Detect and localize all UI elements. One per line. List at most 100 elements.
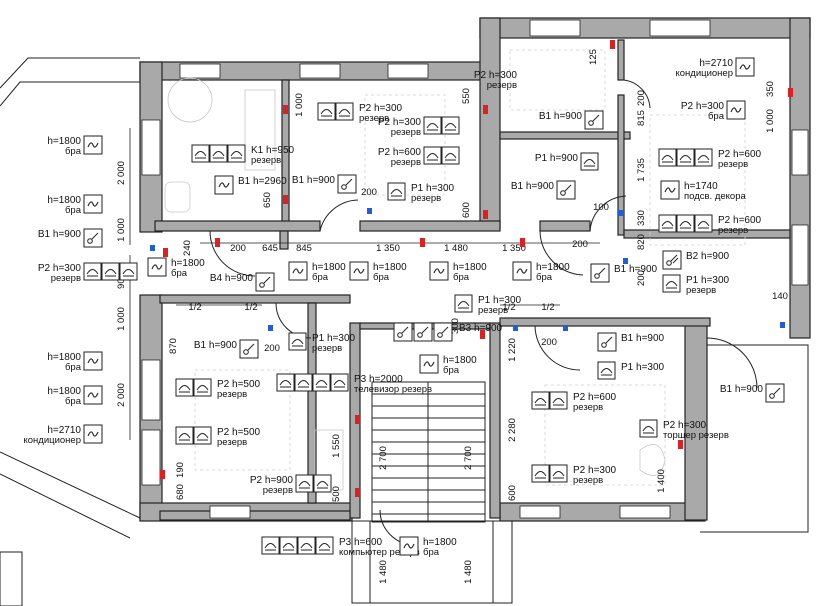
dimension-d-600-a: 600 bbox=[461, 202, 472, 218]
symbol-label: P2 h=600 bbox=[718, 149, 762, 160]
symbol-label: h=1800 bbox=[47, 136, 81, 147]
symbol-sublabel: бра bbox=[65, 205, 82, 216]
symbol-b1-hall: B1 h=900 bbox=[590, 263, 658, 283]
symbol-label: P2 h=500 bbox=[217, 427, 261, 438]
symbol-sublabel: резерв bbox=[391, 157, 421, 168]
symbol-label: P1 h=300 bbox=[478, 295, 522, 306]
symbol-label: P2 h=300 bbox=[474, 70, 518, 81]
symbol-label: P1 h=900 bbox=[535, 153, 579, 164]
dimension-d-330: 330 bbox=[636, 210, 647, 226]
dimension-d-2280: 2 280 bbox=[507, 418, 518, 442]
dimension-d-820: 820 bbox=[636, 234, 647, 250]
symbol-label: h=1800 bbox=[171, 258, 205, 269]
symbol-label: B4 h=900 bbox=[210, 273, 254, 284]
symbol-label: h=1800 bbox=[312, 262, 346, 273]
dimension-d-200-f: 200 bbox=[264, 343, 280, 354]
dimension-d-2000-a: 2 000 bbox=[116, 161, 127, 185]
dimension-d-680: 680 bbox=[175, 484, 186, 500]
dimension-d-1480-a: 1 480 bbox=[444, 243, 468, 254]
symbol-label: P2 h=300 bbox=[378, 117, 422, 128]
dimension-d-200-g: 200 bbox=[541, 337, 557, 348]
symbol-label: P2 h=300 bbox=[663, 420, 707, 431]
symbol-label: B1 h=900 bbox=[38, 229, 82, 240]
dimension-d-140: 140 bbox=[772, 291, 788, 302]
dimension-d-300: 300 bbox=[450, 318, 461, 334]
symbol-sublabel: бра bbox=[536, 272, 553, 283]
symbol-label: P1 h=300 bbox=[312, 333, 356, 344]
dimension-d-845: 845 bbox=[296, 243, 312, 254]
symbol-label: P1 h=300 bbox=[621, 362, 665, 373]
dimension-d-half-2: 1/2 bbox=[244, 302, 257, 313]
dimension-d-1400: 1 400 bbox=[656, 469, 667, 493]
dimension-d-350: 350 bbox=[765, 81, 776, 97]
dimension-d-1350-b: 1 350 bbox=[502, 243, 526, 254]
symbol-b1-900-mid: B1 h=900 bbox=[292, 174, 357, 194]
dimension-d-125: 125 bbox=[588, 49, 599, 65]
symbol-sublabel: бра bbox=[312, 272, 329, 283]
symbol-label: h=1800 bbox=[47, 352, 81, 363]
symbol-sublabel: кондиционер bbox=[24, 435, 82, 446]
dimension-d-900: 900 bbox=[116, 273, 127, 289]
symbol-b1-900-bl: B1 h=900 bbox=[194, 339, 259, 359]
symbol-label: B3 h=900 bbox=[459, 323, 503, 334]
symbol-sublabel: компьютер резерв bbox=[339, 547, 420, 558]
symbol-label: h=1800 bbox=[373, 262, 407, 273]
symbol-sublabel: резерв bbox=[217, 437, 247, 448]
symbol-label: P2 h=300 bbox=[359, 103, 403, 114]
symbol-sublabel: резерв bbox=[51, 273, 81, 284]
dimension-d-half-3: 1/2 bbox=[502, 302, 515, 313]
dimension-d-200-c: 200 bbox=[361, 187, 377, 198]
symbol-sublabel: бра bbox=[708, 111, 725, 122]
symbol-sublabel: телевизор резерв bbox=[354, 384, 432, 395]
dimension-d-650: 650 bbox=[262, 192, 273, 208]
symbol-sublabel: резерв bbox=[359, 113, 389, 124]
symbol-label: h=1740 bbox=[684, 181, 718, 192]
dimension-d-200-a: 200 bbox=[230, 243, 246, 254]
dimension-d-190: 190 bbox=[175, 462, 186, 478]
symbol-b4-900: B4 h=900 bbox=[210, 272, 275, 292]
dimension-d-200-d: 200 bbox=[636, 90, 647, 106]
symbol-sublabel: резерв bbox=[391, 127, 421, 138]
dimension-d-2000-b: 2 000 bbox=[116, 383, 127, 407]
symbol-label: h=1800 bbox=[47, 386, 81, 397]
symbol-sublabel: резерв bbox=[312, 343, 342, 354]
symbol-b2-900: B2 h=900 bbox=[662, 250, 730, 270]
dimension-d-1000-d: 1 000 bbox=[765, 109, 776, 133]
symbol-sublabel: резерв bbox=[686, 285, 716, 296]
symbol-sublabel: резерв bbox=[573, 475, 603, 486]
symbol-label: P2 h=900 bbox=[250, 475, 294, 486]
symbol-sublabel: резерв bbox=[487, 80, 517, 91]
dimension-d-500: 500 bbox=[331, 486, 342, 502]
symbol-label: P2 h=300 bbox=[38, 263, 82, 274]
symbol-label: h=1800 bbox=[47, 195, 81, 206]
symbol-label: P2 h=300 bbox=[681, 101, 725, 112]
symbol-sublabel: кондиционер bbox=[676, 68, 734, 79]
symbol-label: P1 h=300 bbox=[411, 183, 455, 194]
symbol-sublabel: бра bbox=[453, 272, 470, 283]
symbol-label: B1 h=2960 bbox=[238, 176, 287, 187]
windows bbox=[141, 19, 809, 519]
symbol-b1-900-r: B1 h=900 bbox=[511, 180, 576, 200]
